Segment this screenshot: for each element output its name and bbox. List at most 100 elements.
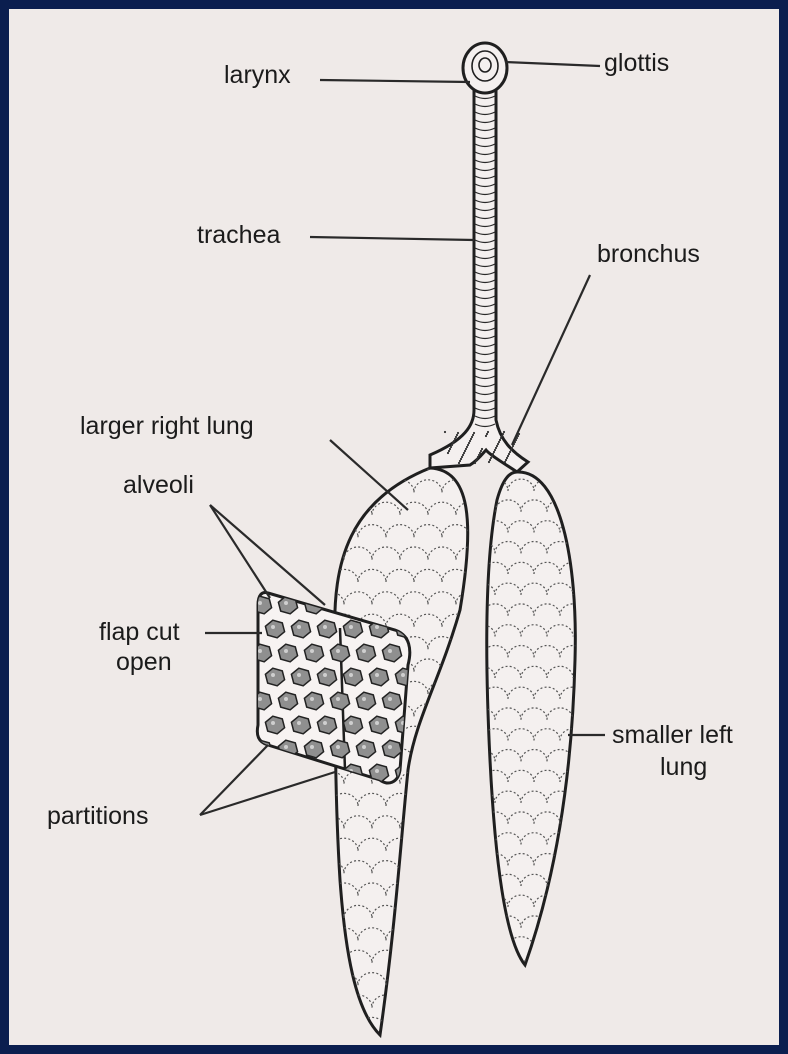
- alveolus-scale: [469, 874, 495, 886]
- stipple-dot: [472, 434, 474, 436]
- stipple-dot: [488, 461, 490, 463]
- stipple-dot: [500, 437, 502, 439]
- alveolus-scale: [482, 937, 508, 949]
- cell-highlight: [375, 769, 379, 773]
- alveolus-scale: [400, 457, 428, 470]
- cell-highlight: [284, 745, 288, 749]
- cell-highlight: [375, 625, 379, 629]
- stipple-dot: [505, 459, 507, 461]
- alveolus-scale: [428, 726, 456, 739]
- label-flap-cut-line-1: flap cut: [99, 618, 180, 646]
- alveolus-scale: [547, 458, 573, 470]
- alveolus-scale: [442, 749, 470, 762]
- alveolus-scale: [456, 637, 484, 650]
- cell-highlight: [271, 721, 275, 725]
- cell-highlight: [323, 673, 327, 677]
- cell-highlight: [297, 673, 301, 677]
- alveolus-scale: [414, 883, 442, 896]
- alveolus-scale: [414, 928, 442, 941]
- cell-highlight: [336, 649, 340, 653]
- label-smaller-left-lung-line-1: smaller left: [612, 721, 733, 749]
- cell-highlight: [362, 697, 366, 701]
- stipple-dot: [462, 454, 464, 456]
- alveolus-scale: [547, 916, 573, 928]
- cell-highlight: [349, 721, 353, 725]
- alveolus-scale: [547, 958, 573, 970]
- stipple-dot: [474, 462, 476, 464]
- stipple-dot: [496, 445, 498, 447]
- alveolus-scale: [414, 973, 442, 986]
- alveolus-scale: [469, 958, 495, 970]
- alveolus-scale: [442, 838, 470, 851]
- stipple-dot: [477, 456, 479, 458]
- stipple-dot: [495, 447, 497, 449]
- stipple-dot: [471, 436, 473, 438]
- label-flap-cut-line-2: open: [116, 648, 172, 676]
- stipple-dot: [447, 452, 449, 454]
- alveolus-scale: [469, 916, 495, 928]
- alveolus-scale: [560, 854, 586, 866]
- alveolus-scale: [372, 457, 400, 470]
- cell-highlight: [375, 721, 379, 725]
- alveolus-scale: [316, 995, 344, 1008]
- stipple-dot: [499, 439, 501, 441]
- cell-highlight: [336, 745, 340, 749]
- alveolus-scale: [456, 681, 484, 694]
- stipple-dot: [509, 451, 511, 453]
- alveolus-scale: [456, 905, 484, 918]
- cell-highlight: [284, 697, 288, 701]
- alveolus-scale: [428, 816, 456, 829]
- alveolus-scale: [456, 950, 484, 963]
- stipple-dot: [475, 460, 477, 462]
- stipple-dot: [487, 431, 489, 433]
- alveolus-cell: [291, 764, 310, 782]
- alveolus-scale: [400, 995, 428, 1008]
- cell-highlight: [310, 745, 314, 749]
- stipple-dot: [481, 448, 483, 450]
- stipple-dot: [479, 452, 481, 454]
- stipple-dot: [457, 432, 459, 434]
- stipple-dot: [506, 457, 508, 459]
- alveolus-scale: [456, 861, 484, 874]
- stipple-dot: [502, 433, 504, 435]
- cell-highlight: [349, 673, 353, 677]
- cell-highlight: [297, 625, 301, 629]
- stipple-dot: [453, 440, 455, 442]
- alveolus-scale: [428, 771, 456, 784]
- alveolus-scale: [456, 726, 484, 739]
- stipple-dot: [458, 462, 460, 464]
- cell-highlight: [284, 601, 288, 605]
- label-trachea: trachea: [197, 221, 280, 249]
- stipple-dot: [469, 440, 471, 442]
- alveolus-scale: [400, 861, 428, 874]
- cell-highlight: [388, 649, 392, 653]
- cell-highlight: [258, 601, 262, 605]
- alveolus-scale: [386, 973, 414, 986]
- stipple-dot: [461, 456, 463, 458]
- alveolus-scale: [442, 1017, 470, 1030]
- stipple-dot: [473, 432, 475, 434]
- stipple-dot: [503, 431, 505, 433]
- stipple-dot: [511, 447, 513, 449]
- alveolus-scale: [316, 502, 344, 515]
- stipple-dot: [444, 431, 446, 433]
- stipple-dot: [504, 461, 506, 463]
- cell-highlight: [258, 649, 262, 653]
- alveolus-scale: [414, 838, 442, 851]
- stipple-dot: [455, 436, 457, 438]
- stipple-dot: [478, 454, 480, 456]
- alveolus-scale: [316, 905, 344, 918]
- alveolus-scale: [428, 905, 456, 918]
- alveolus-scale: [560, 937, 586, 949]
- alveolus-scale: [442, 883, 470, 896]
- alveolus-scale: [428, 995, 456, 1008]
- stipple-dot: [452, 442, 454, 444]
- alveolus-scale: [414, 1017, 442, 1030]
- alveolus-scale: [330, 480, 358, 493]
- stipple-dot: [507, 455, 509, 457]
- stipple-dot: [463, 452, 465, 454]
- alveolus-scale: [442, 973, 470, 986]
- alveolus-scale: [386, 1017, 414, 1030]
- stipple-dot: [510, 449, 512, 451]
